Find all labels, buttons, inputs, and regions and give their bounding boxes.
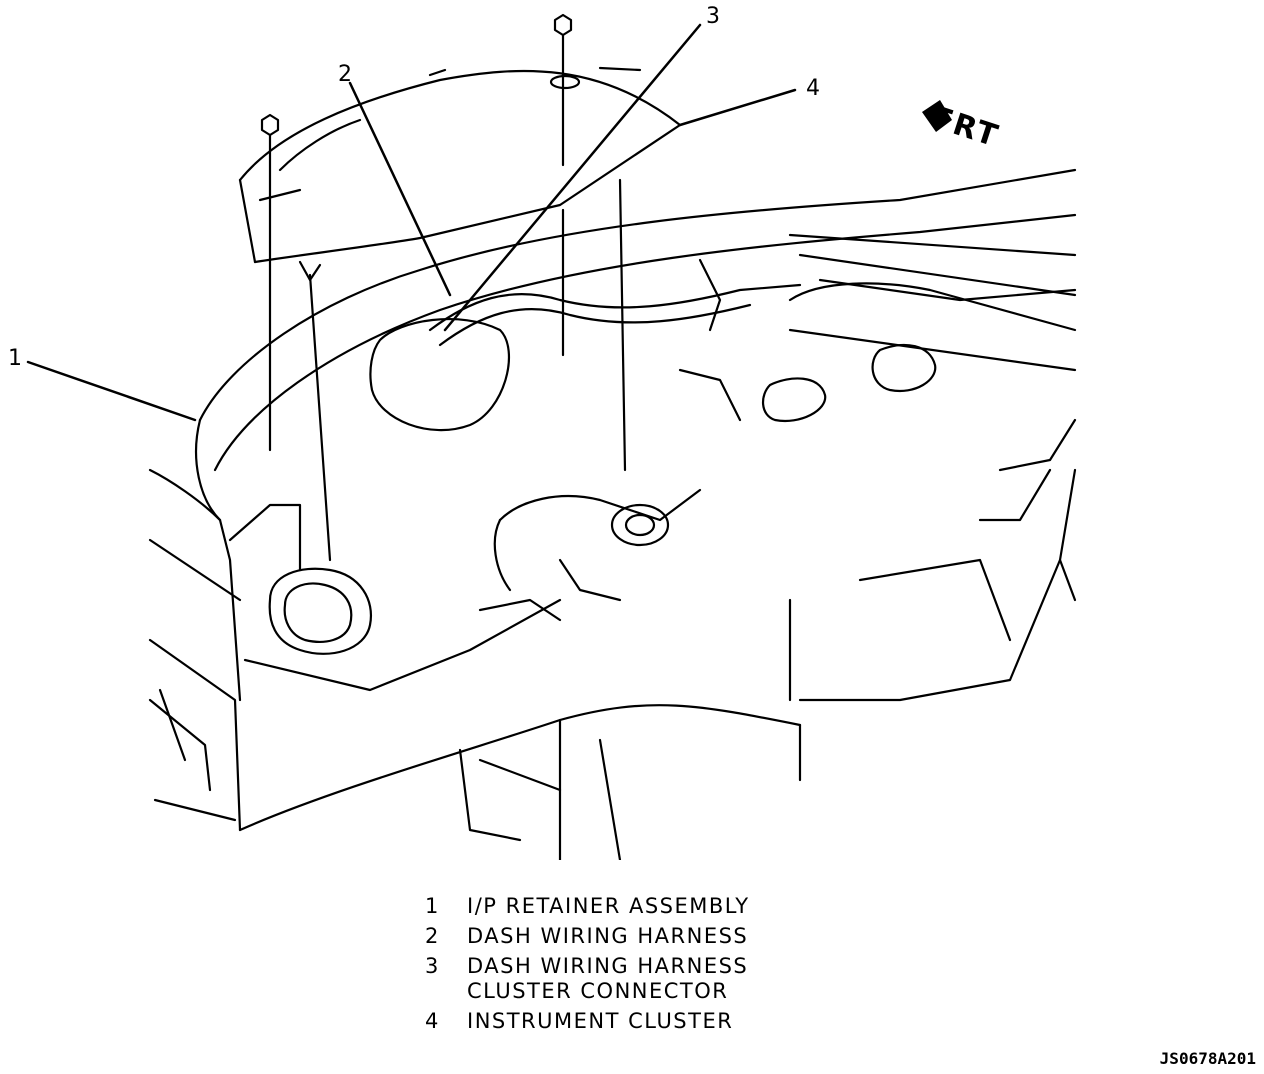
legend-item: 3 DASH WIRING HARNESS CLUSTER CONNECTOR	[425, 954, 750, 1004]
leader-line-3	[443, 23, 702, 332]
legend-number: 1	[425, 894, 440, 918]
legend-label: I/P RETAINER ASSEMBLY	[467, 894, 750, 918]
figure-id: JS0678A201	[1159, 1049, 1256, 1068]
defroster-grille	[788, 233, 1077, 372]
front-direction-arrow-icon	[922, 100, 952, 132]
legend-number: 2	[425, 924, 440, 948]
legend-item: 4 INSTRUMENT CLUSTER	[425, 1009, 750, 1034]
callout-4: 4	[806, 76, 820, 101]
fastener-guide-line-1	[308, 273, 332, 562]
legend: 1 I/P RETAINER ASSEMBLY 2 DASH WIRING HA…	[425, 894, 750, 1039]
legend-number: 3	[425, 954, 440, 978]
instrument-panel-illustration	[26, 13, 1077, 860]
ip-retainer-assembly	[148, 168, 1077, 860]
fastener-left	[260, 113, 280, 452]
fastener-guide-line-2	[618, 178, 627, 472]
callout-1: 1	[8, 346, 22, 371]
steering-column	[478, 488, 702, 622]
dash-wiring-harness	[428, 258, 802, 422]
leader-line-1	[26, 360, 197, 422]
callout-3: 3	[706, 4, 720, 29]
legend-label: INSTRUMENT CLUSTER	[467, 1009, 734, 1033]
legend-label: DASH WIRING HARNESS	[467, 924, 749, 948]
air-vents	[268, 318, 937, 655]
legend-number: 4	[425, 1009, 440, 1033]
fastener-center	[553, 13, 573, 167]
leader-line-2	[348, 81, 452, 297]
callout-2: 2	[338, 62, 352, 87]
leader-line-4	[678, 88, 797, 127]
legend-label: DASH WIRING HARNESS CLUSTER CONNECTOR	[467, 954, 749, 1003]
legend-item: 2 DASH WIRING HARNESS	[425, 924, 750, 949]
instrument-cluster	[238, 66, 682, 282]
legend-item: 1 I/P RETAINER ASSEMBLY	[425, 894, 750, 919]
